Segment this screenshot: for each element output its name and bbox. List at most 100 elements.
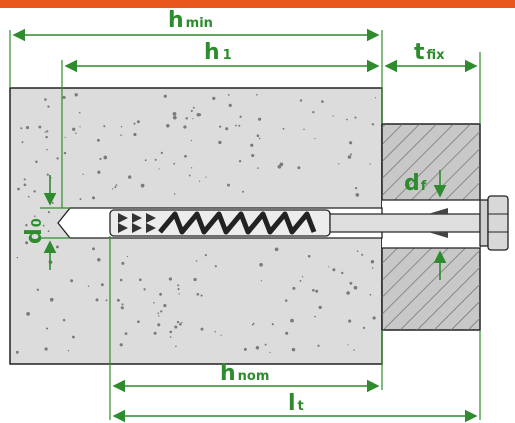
concrete-speckle — [178, 322, 182, 326]
concrete-speckle — [277, 164, 282, 169]
concrete-speckle — [163, 94, 167, 98]
concrete-speckle — [332, 268, 336, 272]
concrete-speckle — [44, 131, 47, 133]
concrete-speckle — [138, 278, 142, 282]
concrete-speckle — [260, 280, 263, 282]
concrete-speckle — [21, 141, 24, 144]
concrete-speckle — [285, 331, 289, 335]
concrete-speckle — [45, 135, 48, 139]
concrete-speckle — [227, 183, 230, 187]
concrete-speckle — [23, 178, 26, 181]
concrete-speckle — [120, 134, 122, 136]
concrete-speckle — [369, 163, 371, 165]
concrete-speckle — [128, 175, 132, 179]
concrete-speckle — [63, 151, 67, 155]
concrete-speckle — [27, 195, 30, 198]
concrete-speckle — [242, 190, 244, 193]
concrete-speckle — [36, 288, 39, 291]
concrete-speckle — [103, 125, 106, 128]
concrete-speckle — [95, 298, 99, 302]
concrete-speckle — [314, 137, 316, 140]
concrete-speckle — [347, 344, 349, 346]
concrete-speckle — [370, 260, 375, 264]
concrete-speckle — [47, 105, 50, 108]
concrete-speckle — [307, 254, 311, 258]
concrete-speckle — [153, 301, 155, 304]
concrete-speckle — [225, 127, 229, 131]
concrete-speckle — [314, 315, 316, 318]
concrete-speckle — [299, 279, 302, 282]
concrete-speckle — [175, 345, 177, 348]
concrete-speckle — [15, 350, 19, 354]
concrete-speckle — [82, 173, 84, 175]
concrete-speckle — [362, 326, 366, 330]
concrete-speckle — [347, 155, 352, 159]
concrete-speckle — [35, 160, 38, 164]
concrete-speckle — [144, 159, 147, 162]
concrete-speckle — [348, 319, 352, 323]
concrete-speckle — [355, 193, 360, 197]
concrete-speckle — [55, 245, 59, 249]
concrete-speckle — [38, 125, 42, 129]
concrete-speckle — [153, 331, 157, 335]
concrete-speckle — [341, 271, 344, 275]
concrete-speckle — [49, 297, 54, 302]
concrete-speckle — [67, 349, 70, 352]
concrete-speckle — [198, 113, 202, 117]
concrete-speckle — [374, 97, 377, 99]
concrete-speckle — [34, 215, 36, 217]
concrete-speckle — [46, 148, 48, 151]
concrete-speckle — [173, 162, 176, 165]
hex-screw-head-icon — [479, 195, 509, 251]
concrete-speckle — [185, 117, 188, 120]
concrete-speckle — [238, 124, 241, 127]
concrete-speckle — [321, 100, 324, 103]
concrete-speckle — [154, 158, 157, 161]
concrete-speckle — [299, 99, 303, 102]
concrete-speckle — [372, 316, 376, 320]
concrete-speckle — [121, 303, 124, 306]
concrete-speckle — [178, 293, 180, 295]
concrete-speckle — [103, 155, 108, 160]
concrete-speckle — [74, 93, 78, 97]
concrete-speckle — [75, 132, 77, 135]
concrete-speckle — [71, 335, 75, 339]
concrete-speckle — [346, 291, 350, 295]
concrete-speckle — [264, 343, 267, 346]
concrete-speckle — [218, 140, 222, 145]
concrete-speckle — [92, 247, 95, 251]
concrete-speckle — [200, 294, 203, 297]
concrete-speckle — [133, 122, 136, 125]
concrete-speckle — [100, 283, 104, 287]
concrete-speckle — [96, 138, 100, 142]
concrete-speckle — [97, 258, 101, 262]
concrete-speckle — [315, 289, 319, 293]
concrete-speckle — [354, 116, 357, 119]
concrete-speckle — [371, 123, 375, 126]
concrete-speckle — [160, 310, 163, 313]
concrete-speckle — [214, 265, 217, 268]
concrete-speckle — [79, 126, 81, 128]
concrete-speckle — [158, 168, 160, 170]
concrete-speckle — [126, 255, 129, 258]
concrete-speckle — [303, 128, 305, 131]
concrete-speckle — [119, 278, 123, 282]
concrete-speckle — [168, 277, 172, 281]
extension-lines — [9, 30, 481, 420]
concrete-speckle — [78, 111, 81, 114]
concrete-speckle — [16, 256, 19, 259]
concrete-speckle — [212, 96, 216, 101]
concrete-speckle — [192, 118, 194, 120]
concrete-speckle — [255, 345, 260, 350]
concrete-speckle — [124, 332, 128, 335]
concrete-speckle — [317, 344, 320, 347]
concrete-speckle — [214, 330, 216, 333]
concrete-speckle — [204, 254, 207, 257]
concrete-speckle — [239, 115, 242, 118]
concrete-speckle — [105, 299, 108, 302]
concrete-speckle — [136, 120, 140, 124]
concrete-speckle — [193, 277, 197, 282]
concrete-speckle — [47, 230, 50, 233]
